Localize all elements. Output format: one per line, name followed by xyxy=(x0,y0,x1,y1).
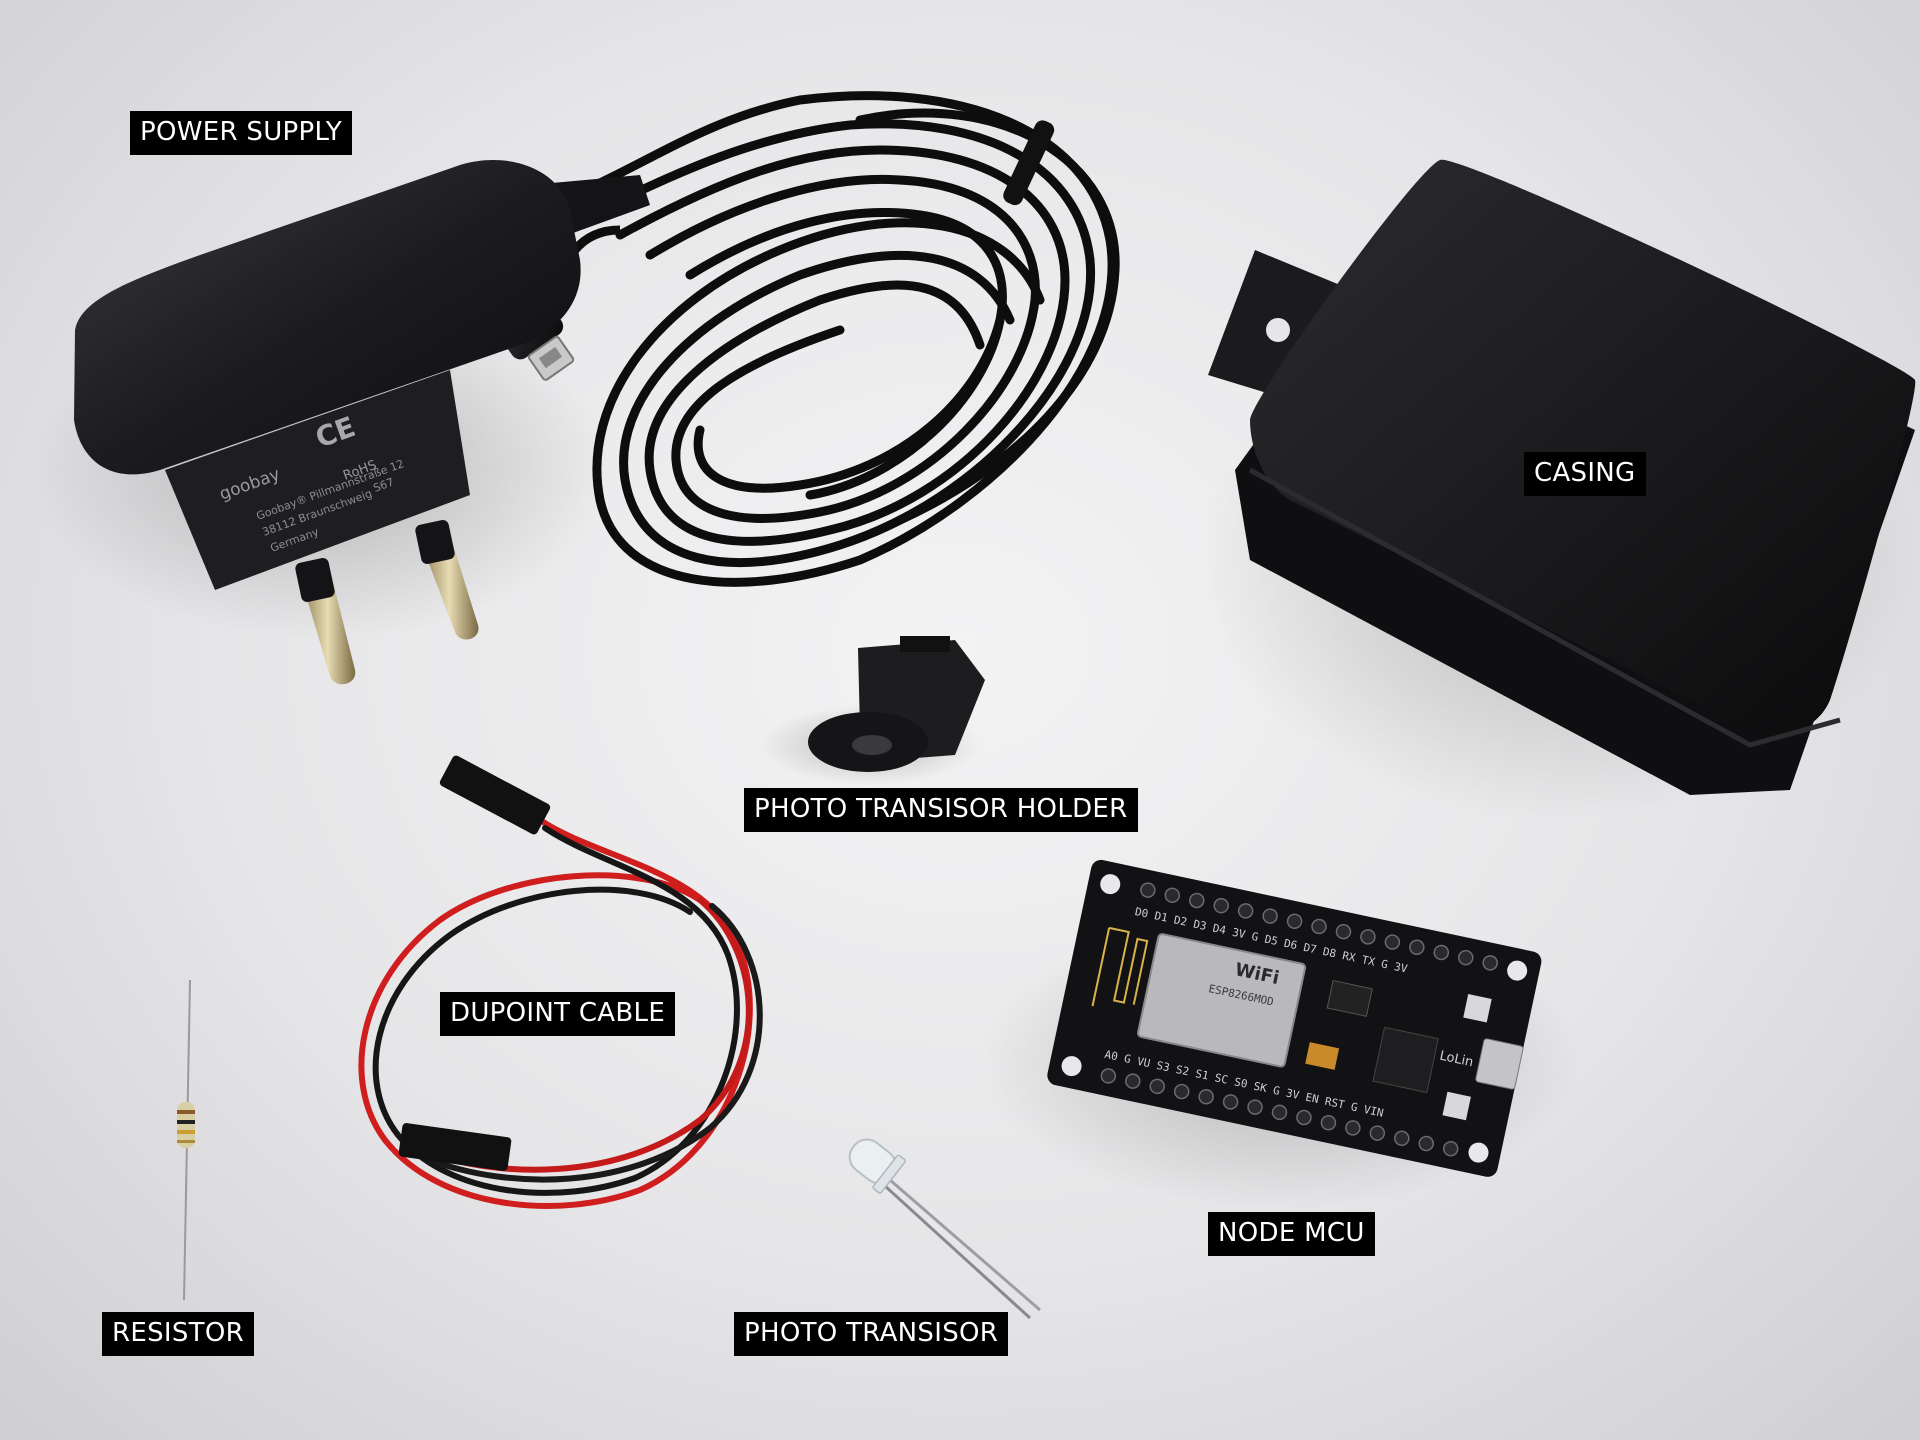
casing-rim xyxy=(1248,467,1841,748)
label-power-supply: POWER SUPPLY xyxy=(130,111,353,155)
node-mcu: D0 D1 D2 D3 D4 3V G D5 D6 D7 D8 RX TX G … xyxy=(980,859,1580,1210)
flash-button xyxy=(1463,993,1492,1023)
charger-face xyxy=(165,370,470,590)
photo-transistor xyxy=(848,1138,1041,1320)
header-pins-bottom xyxy=(1100,1068,1459,1157)
dupont-connector-top xyxy=(439,755,551,835)
holder-hole xyxy=(852,735,892,755)
cable-tie xyxy=(1003,120,1055,206)
resistor xyxy=(177,979,195,1301)
antenna-trace xyxy=(1091,926,1149,1007)
holder-top-tab xyxy=(900,636,950,652)
usb-serial-chip xyxy=(1372,1026,1439,1094)
reset-button xyxy=(1442,1091,1471,1121)
charger-body xyxy=(74,160,581,475)
casing xyxy=(1200,159,1920,820)
dupont-cable xyxy=(358,755,763,1209)
label-resistor: RESISTOR xyxy=(102,1312,254,1356)
casing-lid xyxy=(1250,159,1916,736)
photo-transistor-holder xyxy=(760,636,985,785)
regulator xyxy=(1326,979,1373,1017)
label-dupoint-cable: DUPOINT CABLE xyxy=(440,992,676,1036)
usb-cable-coil xyxy=(555,91,1120,587)
esp-module-shield xyxy=(1137,933,1307,1068)
label-node-mcu: NODE MCU xyxy=(1208,1212,1375,1256)
micro-usb-port xyxy=(1475,1038,1524,1090)
casing-mount-hole xyxy=(1266,318,1290,342)
label-photo-transistor: PHOTO TRANSISOR xyxy=(734,1312,1009,1356)
power-supply: goobay CE RoHS Goobay® Pillmannstraße 12… xyxy=(30,91,1120,685)
board-brand: LoLin xyxy=(1438,1049,1474,1071)
cable-wire-black-2 xyxy=(427,903,763,1183)
cable-wire-black xyxy=(372,825,740,1196)
cable-wire-red xyxy=(358,817,753,1209)
header-pins-top xyxy=(1140,882,1498,971)
label-casing: CASING xyxy=(1524,452,1646,496)
capacitor xyxy=(1305,1042,1340,1070)
dupont-connector-bottom xyxy=(398,1123,512,1171)
label-photo-transistor-holder: PHOTO TRANSISOR HOLDER xyxy=(744,788,1138,832)
plug-prongs xyxy=(295,520,479,685)
